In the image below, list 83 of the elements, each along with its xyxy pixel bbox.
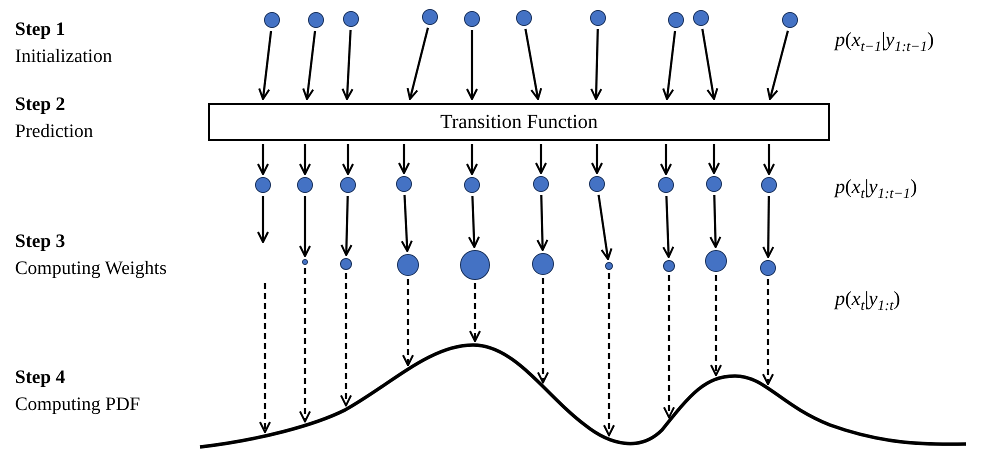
arrow <box>468 196 480 248</box>
particle-dot <box>264 12 280 28</box>
probability-formula: p(x$_{t}$|y$_{1:t−1}$) <box>835 176 918 203</box>
arrow <box>257 144 269 175</box>
arrow <box>406 28 429 100</box>
arrow <box>299 196 311 257</box>
arrow <box>536 194 548 251</box>
particle-dot <box>782 12 798 28</box>
arrow <box>537 278 549 384</box>
step-heading: Step 2 <box>15 95 66 116</box>
particle-dot <box>460 250 490 280</box>
particle-dot <box>343 11 359 27</box>
particle-dot <box>590 10 606 26</box>
arrow <box>709 194 722 248</box>
arrow <box>259 283 271 434</box>
particle-dot <box>397 254 419 276</box>
particle-dot <box>297 177 313 193</box>
particle-dot <box>516 10 532 26</box>
arrow <box>535 144 547 174</box>
particle-dot <box>760 260 776 276</box>
density-curve <box>200 343 966 449</box>
arrow <box>603 273 615 436</box>
step-name: Computing Weights <box>15 259 167 280</box>
arrow <box>662 30 676 100</box>
particle-dot <box>340 258 352 270</box>
arrow <box>766 30 789 100</box>
arrow <box>398 144 410 174</box>
step-heading: Step 3 <box>15 232 66 253</box>
particle-dot <box>422 9 438 25</box>
particle-dot <box>589 176 605 192</box>
step-heading: Step 4 <box>15 368 66 389</box>
arrow <box>342 144 354 175</box>
arrow <box>598 194 612 260</box>
arrow <box>591 144 603 174</box>
particle-dot <box>533 176 549 192</box>
arrow <box>402 279 414 366</box>
particle-dot <box>663 260 675 272</box>
probability-formula: p(x$_{t}$|y$_{1:t}$) <box>835 288 900 315</box>
particle-dot <box>668 12 684 28</box>
arrow <box>763 144 775 175</box>
arrow <box>662 196 674 258</box>
arrow <box>590 28 602 100</box>
arrow <box>466 144 478 175</box>
particle-dot <box>464 11 480 27</box>
particle-dot <box>464 177 480 193</box>
particle-dot <box>302 259 308 265</box>
arrow <box>762 196 774 258</box>
particle-dot <box>255 177 271 193</box>
step-name: Initialization <box>15 47 112 68</box>
particle-dot <box>761 177 777 193</box>
step-heading: Step 1 <box>15 20 66 41</box>
arrow <box>524 28 542 100</box>
arrow <box>708 144 720 174</box>
arrow <box>469 283 481 342</box>
arrow <box>340 273 352 406</box>
arrow <box>258 30 272 100</box>
arrow <box>342 30 354 100</box>
arrow <box>762 279 774 386</box>
arrow <box>663 275 675 418</box>
particle-dot <box>706 176 722 192</box>
particle-dot <box>693 10 709 26</box>
particle-dot <box>605 262 613 270</box>
arrow <box>302 30 316 100</box>
arrow <box>257 196 269 243</box>
arrow <box>710 275 722 376</box>
process-box <box>208 103 830 141</box>
probability-formula: p(x$_{t−1}$|y$_{1:t−1}$) <box>835 29 934 56</box>
particle-dot <box>340 177 356 193</box>
arrow <box>299 268 311 422</box>
arrow <box>340 196 352 256</box>
particle-dot <box>308 12 324 28</box>
arrow <box>701 28 718 100</box>
arrow <box>299 144 311 175</box>
arrow <box>466 30 478 100</box>
box-label: Transition Function <box>440 110 598 134</box>
step-name: Prediction <box>15 122 94 143</box>
particle-dot <box>532 253 554 275</box>
particle-dot <box>658 177 674 193</box>
arrow <box>660 144 672 175</box>
arrow <box>400 194 413 252</box>
particle-dot <box>705 250 727 272</box>
particle-dot <box>396 176 412 192</box>
step-name: Computing PDF <box>15 395 140 416</box>
